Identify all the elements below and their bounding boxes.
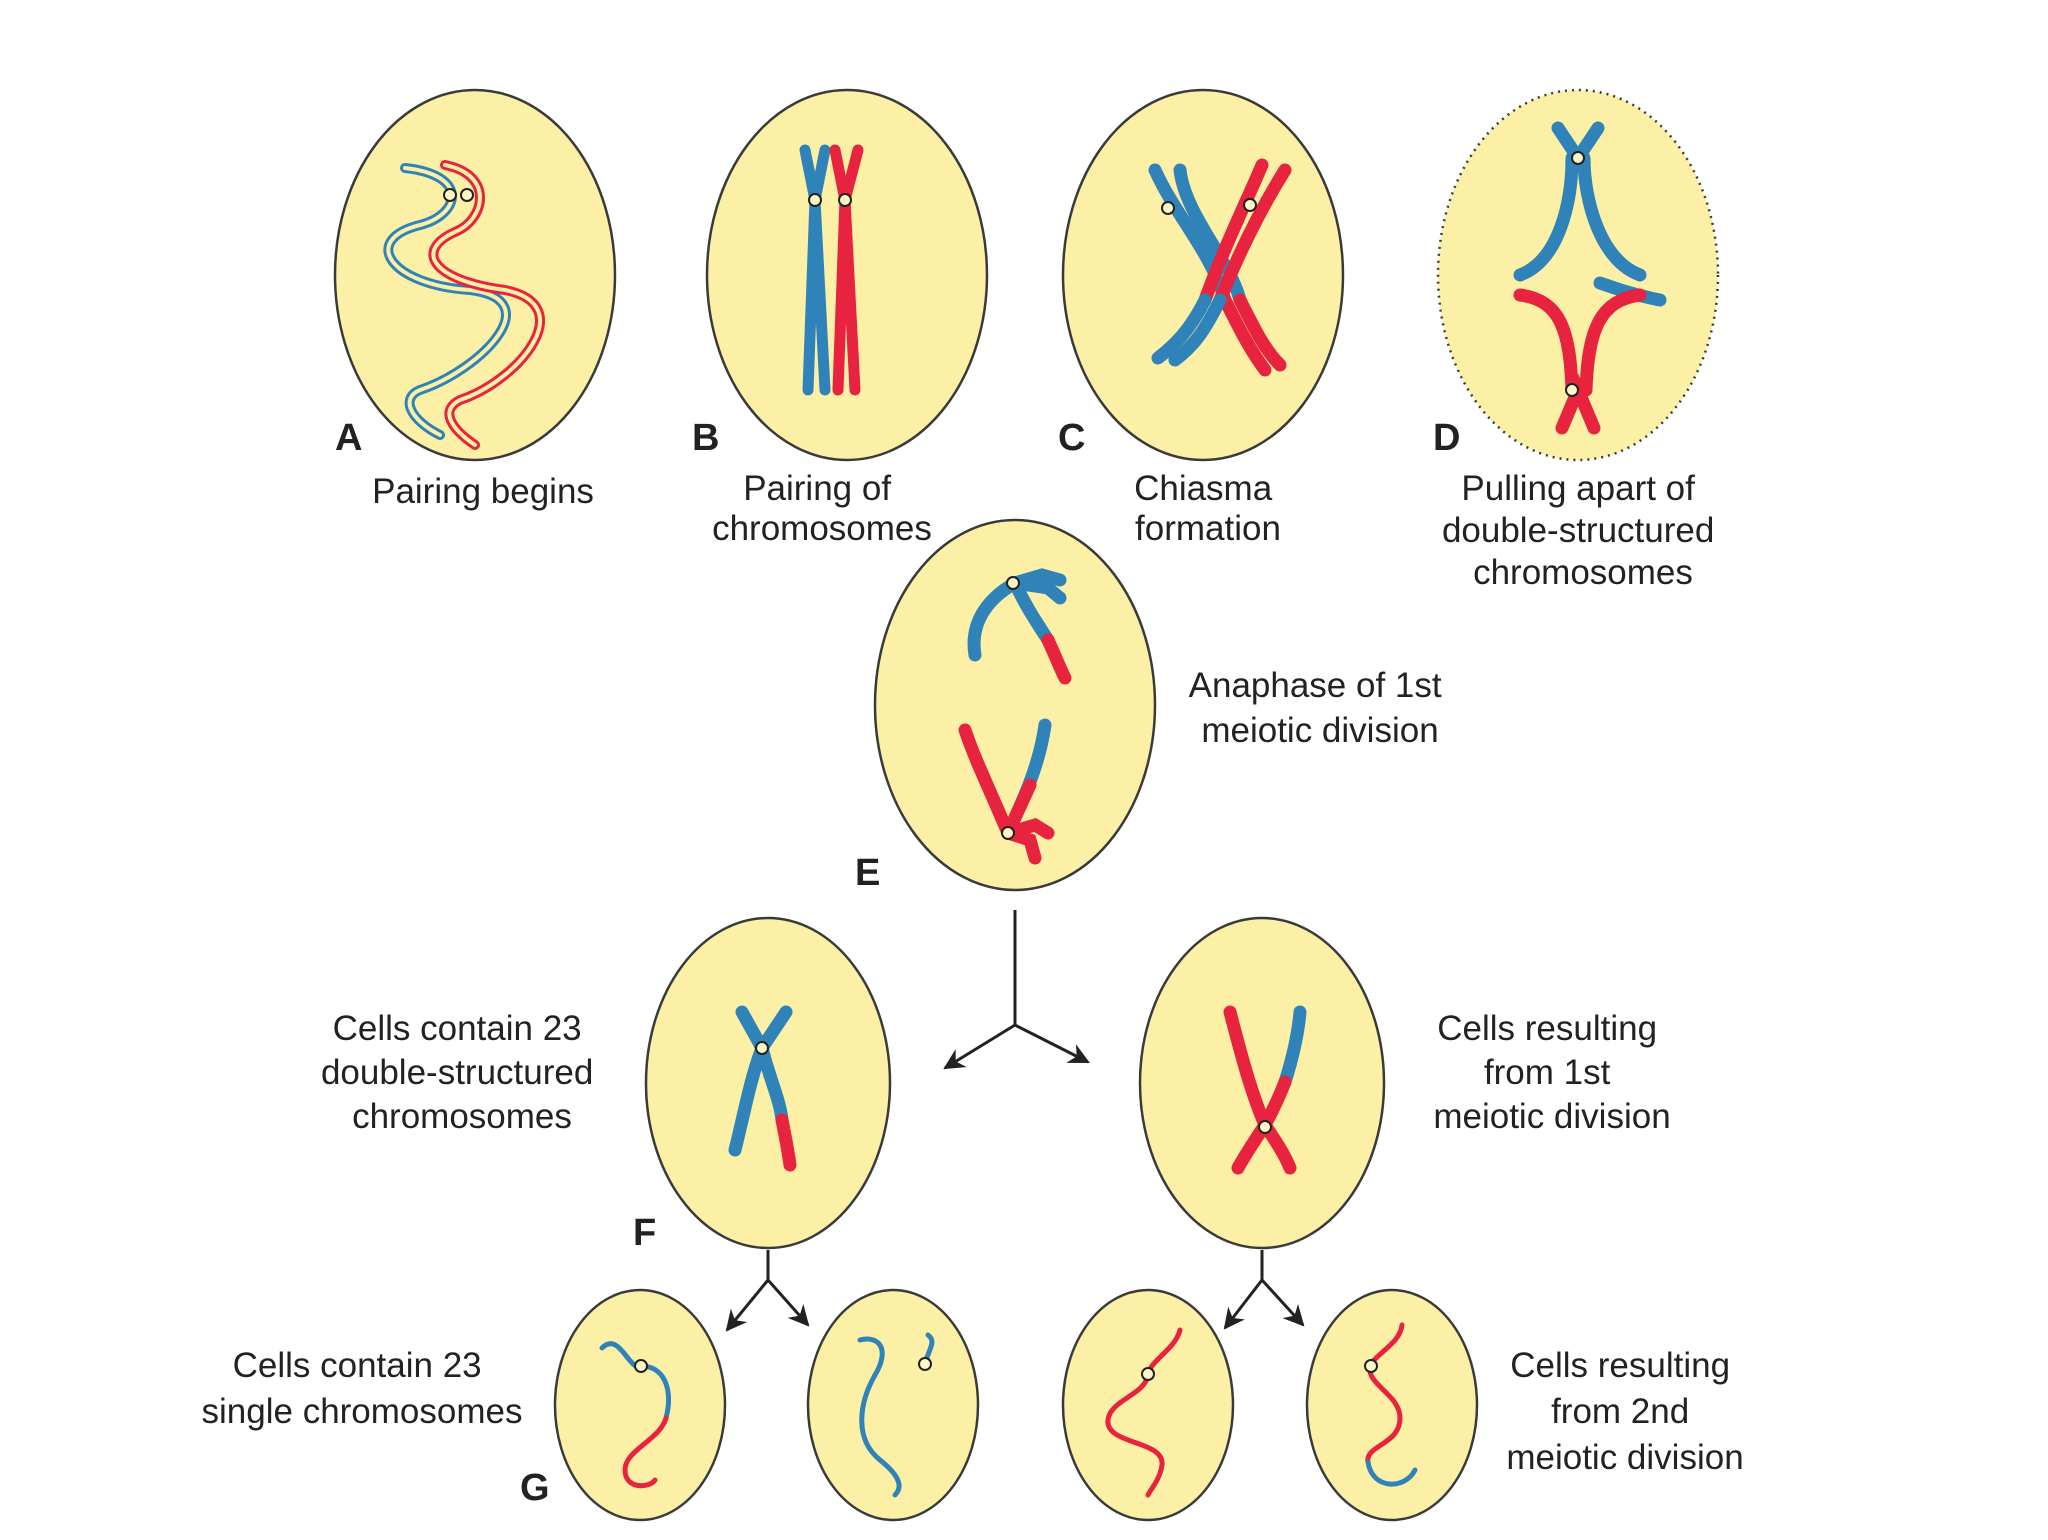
caption-b: Pairing of chromosomes [712, 469, 932, 548]
centromere-a1 [443, 188, 457, 202]
cell-c [1061, 88, 1345, 462]
chromosome-f [728, 1005, 797, 1172]
centromere-d2 [1565, 383, 1579, 397]
centromere-b2 [838, 193, 852, 207]
label-f: F [633, 1212, 656, 1254]
cell-e [873, 518, 1157, 892]
centromere-f2 [1258, 1120, 1272, 1134]
centromere-e2 [1001, 826, 1015, 840]
chromosome-pair-e [958, 568, 1072, 865]
cell-g2 [806, 1288, 980, 1522]
centromere-e1 [1006, 576, 1020, 590]
cell-g3 [1061, 1288, 1235, 1522]
caption-f: Cells contain 23 double-structured chrom… [321, 1009, 603, 1136]
chromosome-pair-a [383, 160, 545, 450]
chromosome-g4 [1365, 1322, 1418, 1487]
centromere-g1 [634, 1359, 648, 1373]
cell-g1 [553, 1288, 727, 1522]
caption-c: Chiasma formation [1134, 469, 1282, 548]
division-arrows-f [725, 1250, 810, 1332]
caption-a: Pairing begins [372, 472, 594, 511]
centromere-c2 [1243, 198, 1257, 212]
caption-e: Anaphase of 1st meiotic division [1189, 666, 1452, 750]
division-arrows-f2 [1223, 1250, 1305, 1330]
cell-g4 [1305, 1288, 1479, 1522]
centromere-a2 [460, 188, 474, 202]
caption-d: Pulling apart of double-structured chrom… [1442, 469, 1724, 592]
label-a: A [335, 417, 362, 459]
cell-f2 [1138, 916, 1386, 1250]
label-c: C [1058, 417, 1085, 459]
caption-g2: Cells resulting from 2nd meiotic divisio… [1506, 1346, 1743, 1477]
division-arrows-e [943, 910, 1090, 1070]
centromere-d1 [1571, 151, 1585, 165]
chromosome-g3 [1105, 1327, 1183, 1498]
centromere-c1 [1161, 201, 1175, 215]
cell-d [1436, 88, 1720, 462]
label-b: B [692, 417, 719, 459]
centromere-b1 [808, 193, 822, 207]
caption-g: Cells contain 23 single chromosomes [202, 1346, 523, 1431]
centromere-g2 [918, 1357, 932, 1371]
chromosome-pair-c [1148, 158, 1292, 377]
label-e: E [855, 852, 880, 894]
centromere-g3 [1141, 1367, 1155, 1381]
cell-a [333, 88, 617, 462]
caption-f2: Cells resulting from 1st meiotic divisio… [1433, 1009, 1670, 1136]
centromere-g4 [1364, 1359, 1378, 1373]
centromere-f [755, 1041, 769, 1055]
chromosome-pair-d [1513, 121, 1667, 435]
label-d: D [1433, 417, 1460, 459]
label-g: G [520, 1467, 550, 1509]
